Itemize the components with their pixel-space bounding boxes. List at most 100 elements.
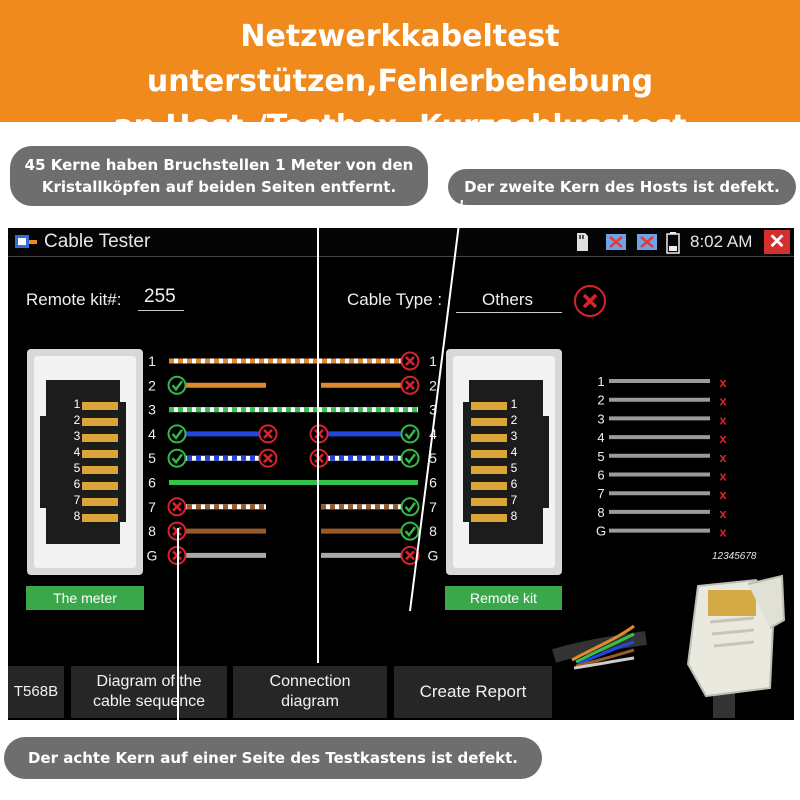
cable-sequence-label-line1: Diagram of the xyxy=(96,673,202,690)
wire-pin-label-left: 3 xyxy=(148,402,156,418)
fail-x-icon xyxy=(258,424,278,444)
fail-x-icon xyxy=(258,448,278,468)
connection-diagram-label-line1: Connection xyxy=(269,673,351,690)
sd-card-icon xyxy=(577,233,588,251)
meter-button[interactable]: The meter xyxy=(26,586,144,610)
battery-icon xyxy=(666,232,680,254)
wire-pin-label-left: 4 xyxy=(148,426,156,442)
remote-pin-label: 4 xyxy=(510,445,518,459)
meter-pin-label: 8 xyxy=(73,509,81,523)
short-list-fail-mark: x xyxy=(719,469,727,484)
wire-pin-label-left: 2 xyxy=(148,377,156,393)
wifi-disconnected-icon xyxy=(637,234,657,250)
wire-pin-label-left: 5 xyxy=(148,450,156,466)
close-icon[interactable]: ✕ xyxy=(764,230,790,254)
cable-sequence-button[interactable]: Diagram of the cable sequence xyxy=(71,666,227,718)
banner-title-line2: an Host-/Testbox, Kurzschlusstest xyxy=(113,109,687,144)
pass-check-icon xyxy=(167,448,187,468)
remote-kit-value: 255 xyxy=(144,286,176,307)
meter-pin-label: 3 xyxy=(73,429,81,443)
t568b-button[interactable]: T568B xyxy=(8,666,64,718)
meter-jack xyxy=(27,349,143,575)
short-list-label: 7 xyxy=(597,486,604,501)
callout-break-cores: 45 Kerne haben Bruchstellen 1 Meter von … xyxy=(10,146,428,206)
wire-pin-label-left: 1 xyxy=(148,353,156,369)
remote-pin-label: 1 xyxy=(510,397,518,411)
remote-kit-label: Remote kit#: xyxy=(26,290,122,309)
meter-jack-pin-numbers: 1 2 3 4 5 6 7 8 xyxy=(70,396,84,524)
meter-pin-label: 2 xyxy=(73,413,81,427)
short-list-label: 5 xyxy=(597,449,604,464)
create-report-label: Create Report xyxy=(419,682,527,701)
remote-pin-label: 5 xyxy=(510,461,518,475)
t568b-button-label: T568B xyxy=(13,683,59,700)
callout-host-core2-text: Der zweite Kern des Hosts ist defekt. xyxy=(464,178,780,196)
status-separator xyxy=(8,256,794,257)
short-list-fail-mark: x xyxy=(719,375,727,390)
callout-host-core2: Der zweite Kern des Hosts ist defekt. xyxy=(448,169,796,205)
meter-pin-label: 1 xyxy=(73,397,81,411)
short-list-fail-mark: x xyxy=(719,431,727,446)
network-disconnected-icon xyxy=(606,234,626,250)
rj45-plug-illustration xyxy=(552,574,786,718)
callout-break-cores-line1: 45 Kerne haben Bruchstellen 1 Meter von … xyxy=(24,156,414,174)
connection-diagram-label-line2: diagram xyxy=(281,693,339,710)
short-list-label: G xyxy=(596,524,606,539)
cable-type-underline xyxy=(456,312,562,313)
cable-tester-app-icon xyxy=(15,235,37,248)
remote-kit-button[interactable]: Remote kit xyxy=(445,586,562,610)
remote-pin-label: 3 xyxy=(510,429,518,443)
meter-pin-label: 5 xyxy=(73,461,81,475)
fail-x-icon xyxy=(167,497,187,517)
plug-pin-numbers: 12345678 xyxy=(712,551,757,562)
pass-check-icon xyxy=(167,424,187,444)
remote-pin-label: 2 xyxy=(510,413,518,427)
meter-pin-label: 6 xyxy=(73,477,81,491)
short-list-label: 1 xyxy=(597,374,604,389)
wire-pin-label-left: 8 xyxy=(148,523,156,539)
remote-jack-contacts xyxy=(471,402,507,522)
meter-pin-label: 4 xyxy=(73,445,81,459)
fail-x-icon xyxy=(309,448,329,468)
app-title: Cable Tester xyxy=(44,231,151,252)
pass-check-icon xyxy=(167,375,187,395)
short-list-label: 3 xyxy=(597,411,604,426)
cable-type-value[interactable]: Others xyxy=(482,290,534,309)
fail-x-icon xyxy=(309,424,329,444)
cable-sequence-label-line2: cable sequence xyxy=(92,693,206,710)
top-banner: Netzwerkkabeltest unterstützen,Fehlerbeh… xyxy=(0,0,800,144)
short-list-fail-mark: x xyxy=(719,412,727,427)
remote-kit-underline xyxy=(138,310,184,311)
wire-pin-label-left: 7 xyxy=(148,499,156,515)
meter-pin-label: 7 xyxy=(73,493,81,507)
callout-break-cores-line2: Kristallköpfen auf beiden Seiten entfern… xyxy=(41,178,397,196)
short-list-fail-mark: x xyxy=(719,506,727,521)
short-list-label: 4 xyxy=(597,430,604,445)
status-bar: Cable Tester 8:02 AM ✕ xyxy=(8,228,794,256)
cable-type-fail-icon xyxy=(574,285,606,317)
wire-pin-label-left: 6 xyxy=(148,475,156,491)
plug-pin-numbers-text: 12345678 xyxy=(712,551,757,562)
short-list-label: 2 xyxy=(597,393,604,408)
short-list-fail-mark: x xyxy=(719,394,727,409)
tester-screen: Cable Tester 8:02 AM ✕ Remote kit#: 255 … xyxy=(8,228,794,720)
connection-diagram-button[interactable]: Connection diagram xyxy=(233,666,387,718)
status-clock: 8:02 AM xyxy=(690,232,753,251)
remote-jack-pin-numbers: 1 2 3 4 5 6 7 8 xyxy=(507,396,521,524)
remote-pin-label: 8 xyxy=(510,509,518,523)
remote-jack xyxy=(446,349,562,575)
create-report-button[interactable]: Create Report xyxy=(394,666,552,718)
meter-jack-contacts xyxy=(82,402,118,522)
callout-testbox-core8-text: Der achte Kern auf einer Seite des Testk… xyxy=(27,749,519,767)
